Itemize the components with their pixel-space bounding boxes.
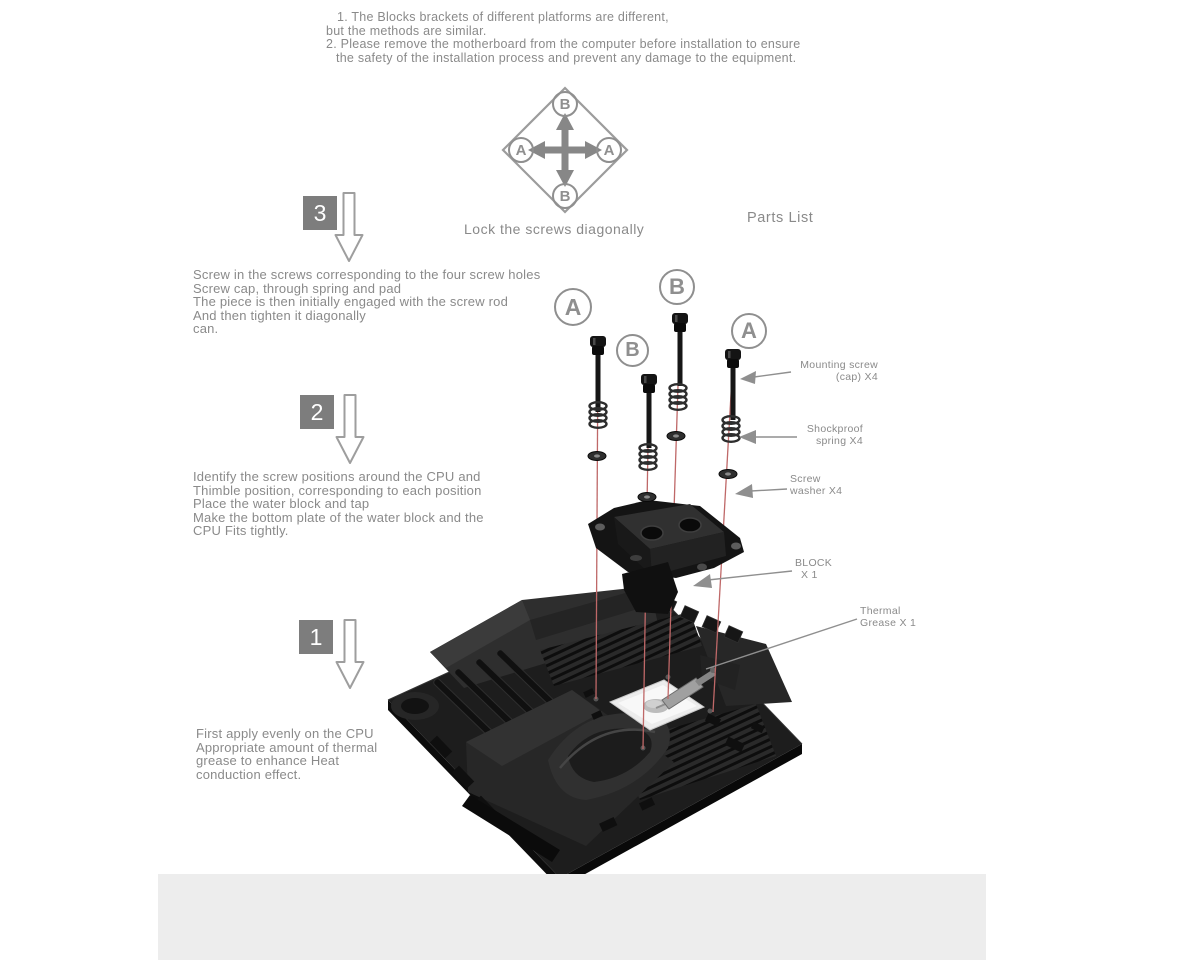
block-port — [640, 525, 664, 541]
part-name: Thermal — [860, 605, 901, 617]
spring-3 — [668, 383, 688, 412]
diagram-caption: Lock the screws diagonally — [464, 221, 645, 237]
spring-4 — [721, 415, 741, 444]
instruction-line: Make the bottom plate of the water block… — [193, 509, 484, 525]
screw-4 — [725, 349, 741, 420]
instruction-line: The piece is then initially engaged with… — [193, 294, 509, 310]
instruction-line: conduction effect. — [196, 766, 302, 782]
spring-1 — [588, 401, 608, 430]
instruction-line: Screw cap, through spring and pad — [193, 280, 402, 296]
step-2-instructions: Identify the screw positions around the … — [193, 470, 484, 538]
diamond-label-bottom: B — [552, 183, 578, 209]
part-label-block: BLOCK X 1 — [795, 557, 833, 581]
grease-syringe — [661, 677, 704, 710]
part-label-shockproof-spring: Shockproof spring X4 — [806, 423, 863, 447]
screw-1 — [590, 336, 606, 412]
part-label-screw-washer: Screw washer X4 — [790, 473, 843, 497]
top-notes: 1. The Blocks brackets of different plat… — [326, 10, 801, 65]
instruction-line: can. — [193, 321, 219, 337]
screw-2 — [641, 374, 657, 448]
washer-4 — [718, 469, 738, 479]
motherboard-illustration — [387, 581, 803, 888]
screw-marker-a: A — [731, 313, 767, 349]
note-line: but the methods are similar. — [326, 23, 487, 38]
part-qty: X 1 — [801, 568, 818, 581]
part-name: Screw — [790, 473, 821, 485]
step-3-instructions: Screw in the screws corresponding to the… — [193, 268, 540, 336]
diamond-label-top: B — [552, 91, 578, 117]
instruction-line: Identify the screw positions around the … — [193, 469, 481, 484]
instruction-line: CPU Fits tightly. — [193, 523, 289, 539]
note-line: 1. The Blocks brackets of different plat… — [337, 10, 669, 24]
diamond-label-left: A — [508, 137, 534, 163]
step-badge-3: 3 — [303, 196, 337, 230]
screw-marker-a: A — [554, 288, 592, 326]
footer-band — [158, 874, 986, 960]
washer-1 — [587, 451, 607, 461]
instruction-line: First apply evenly on the CPU — [196, 726, 374, 741]
note-line: the safety of the installation process a… — [336, 50, 797, 65]
screw-marker-b: B — [616, 334, 649, 367]
spring-2 — [638, 443, 658, 472]
screw-3 — [672, 313, 688, 386]
washer-2 — [637, 492, 657, 502]
step1-arrow-icon — [335, 619, 365, 689]
block-port — [678, 517, 702, 533]
shockproof-springs — [588, 383, 741, 472]
part-qty: (cap) X4 — [835, 370, 878, 383]
screw-marker-b: B — [659, 269, 695, 305]
cross-arrows-icon — [528, 113, 602, 187]
part-label-mounting-screw: Mounting screw (cap) X4 — [800, 359, 878, 383]
note-line: 2. Please remove the motherboard from th… — [326, 37, 801, 52]
part-leader-lines — [693, 371, 858, 670]
instruction-line: Appropriate amount of thermal — [196, 739, 378, 755]
step3-arrow-icon — [334, 192, 364, 262]
part-qty: spring X4 — [815, 434, 863, 447]
washer-3 — [666, 431, 686, 441]
part-name: Mounting screw — [800, 359, 878, 371]
step-1-instructions: First apply evenly on the CPU Appropriat… — [196, 727, 377, 781]
mounting-screws — [590, 313, 741, 448]
screw-washers — [587, 431, 738, 502]
parts-list-title: Parts List — [747, 210, 814, 226]
step-badge-2: 2 — [300, 395, 334, 429]
diamond-label-right: A — [596, 137, 622, 163]
instruction-line: Screw in the screws corresponding to the… — [193, 267, 541, 282]
part-name: BLOCK — [795, 557, 833, 569]
part-label-thermal-grease: Thermal Grease X 1 — [860, 605, 917, 629]
step-badge-1: 1 — [299, 620, 333, 654]
instruction-line: grease to enhance Heat — [196, 753, 340, 769]
instruction-line: Place the water block and tap — [193, 496, 370, 512]
part-name: Shockproof — [806, 423, 863, 435]
step-arrows — [334, 192, 365, 689]
diamond-lock-diagram — [501, 86, 629, 214]
thermal-grease — [643, 655, 740, 713]
water-block — [588, 500, 744, 614]
step2-arrow-icon — [335, 394, 365, 464]
instruction-line: And then tighten it diagonally — [193, 307, 366, 323]
instruction-line: Thimble position, corresponding to each … — [193, 482, 482, 498]
part-qty: washer X4 — [790, 484, 843, 497]
part-qty: Grease X 1 — [860, 616, 917, 629]
